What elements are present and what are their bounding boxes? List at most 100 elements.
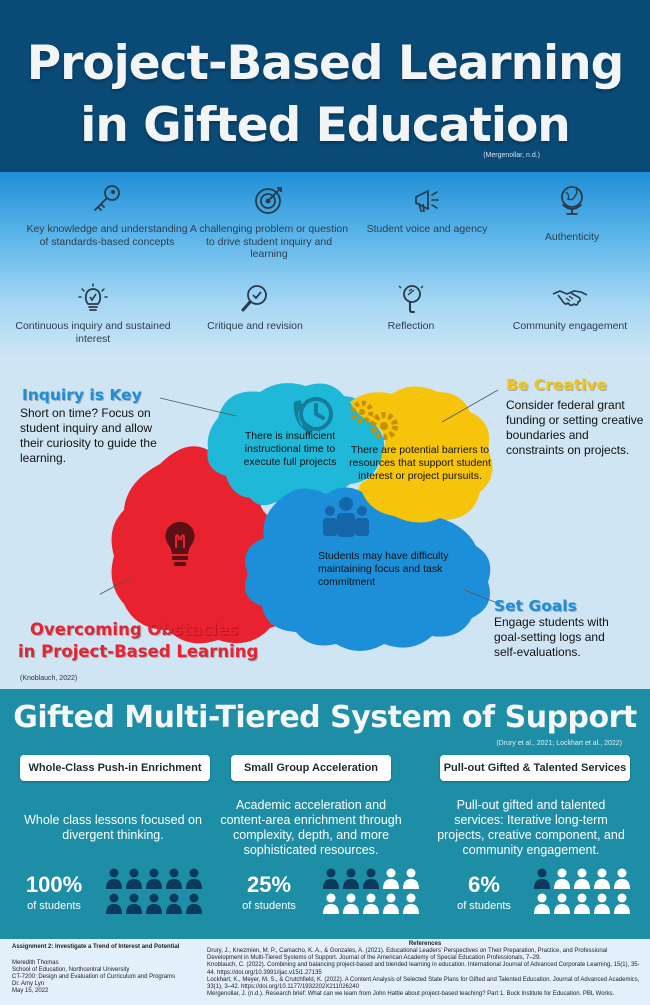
feature-reflection: Reflection	[330, 282, 492, 333]
tier-whole-class-sub: of students	[27, 900, 81, 912]
handshake-icon	[552, 290, 588, 307]
tier-whole-class-percent: 100%	[25, 872, 83, 897]
feature-authenticity: Authenticity	[491, 183, 650, 244]
feature-challenging-problem: A challenging problem or question to dri…	[188, 183, 350, 261]
feature-label: Reflection	[387, 320, 435, 332]
person-icon-filled	[146, 893, 162, 914]
feature-key-knowledge: Key knowledge and understanding of stand…	[26, 183, 188, 248]
tier-pullout-desc: Pull-out gifted and talented services: I…	[437, 798, 625, 857]
people-grid-pullout	[534, 868, 630, 914]
person-icon-filled	[534, 868, 550, 889]
feature-critique-revision: Critique and revision	[174, 282, 336, 333]
tier-small-group-label: Small Group Acceleration	[231, 755, 391, 781]
puzzle-piece-cyan	[207, 383, 385, 506]
lightbulb-icon	[78, 283, 108, 311]
feature-label: Student voice and agency	[366, 223, 488, 235]
tier-pullout-percent: 6%	[468, 872, 500, 897]
person-icon-filled	[343, 868, 359, 889]
person-icon-empty	[614, 868, 630, 889]
brain-puzzle-graphic	[100, 383, 501, 651]
creative-text: Consider federal grant funding or settin…	[506, 398, 644, 457]
person-icon-empty	[574, 868, 590, 889]
tier-pullout-sub: of students	[457, 900, 511, 912]
feature-label: A challenging problem or question to dri…	[189, 223, 349, 260]
footer-school: School of Education, Northcentral Univer…	[12, 967, 130, 973]
connector-line	[159, 397, 237, 417]
mtss-citation: (Drury et al., 2021; Lockhart et al., 20…	[496, 740, 622, 747]
globe-icon	[561, 186, 583, 215]
tier-whole-class-desc: Whole class lessons focused on divergent…	[24, 813, 202, 842]
person-icon-empty	[574, 893, 590, 914]
goals-title: Set Goals	[494, 597, 577, 615]
person-icon-empty	[594, 868, 610, 889]
person-icon-empty	[554, 893, 570, 914]
goals-text: Engage students with goal-setting logs a…	[494, 615, 609, 659]
blob-text-time: There is insufficient instructional time…	[243, 430, 337, 468]
connector-line	[441, 389, 499, 423]
phone-clock-icon	[293, 397, 333, 434]
footer-course: CT-7200: Design and Evaluation of Curric…	[12, 974, 176, 980]
person-icon-empty	[403, 893, 419, 914]
references-list: Drury, J., Knezmien, M. P., Camacho, K. …	[207, 948, 643, 998]
footer-date: May 15, 2022	[12, 988, 49, 994]
person-icon-empty	[614, 893, 630, 914]
feature-community-engagement: Community engagement	[489, 282, 650, 333]
references-title: References	[408, 941, 442, 947]
people-group-icon	[323, 497, 369, 537]
person-icon-empty	[363, 893, 379, 914]
target-icon	[255, 187, 282, 214]
person-icon-filled	[363, 868, 379, 889]
person-icon-filled	[186, 868, 202, 889]
inquiry-text: Short on time? Focus on student inquiry …	[20, 406, 157, 465]
footer-author: Meredith Thomas	[12, 960, 59, 966]
connector-line	[463, 589, 501, 605]
feature-label: Continuous inquiry and sustained interes…	[15, 320, 171, 345]
reference-item: Knoblauch, C. (2022). Combining and bala…	[207, 962, 640, 976]
title-citation: (Mergenollar, n.d.)	[483, 152, 540, 159]
feature-label: Community engagement	[512, 320, 628, 332]
person-icon-filled	[106, 868, 122, 889]
person-icon-empty	[383, 868, 399, 889]
mtss-title: Gifted Multi-Tiered System of Support	[13, 700, 637, 735]
creative-title: Be Creative	[506, 376, 608, 394]
person-icon-filled	[106, 893, 122, 914]
obstacles-title-line2: in Project-Based Learning	[18, 642, 259, 661]
reference-item: Mergenollar, J. (n.d.). Research brief: …	[207, 991, 615, 998]
blob-text-barriers: There are potential barriers to resource…	[349, 444, 491, 482]
feature-label: Critique and revision	[207, 320, 303, 332]
people-grid-whole-class	[106, 868, 202, 914]
person-icon-filled	[126, 868, 142, 889]
tier-pullout-label: Pull-out Gifted & Talented Services	[440, 755, 630, 781]
person-icon-filled	[146, 868, 162, 889]
obstacles-citation: (Knoblauch, 2022)	[20, 675, 78, 682]
feature-label: Key knowledge and understanding of stand…	[26, 223, 188, 248]
mirror-icon	[398, 285, 424, 313]
page-title-line2: in Gifted Education	[80, 98, 571, 153]
person-icon-filled	[186, 893, 202, 914]
feature-label: Authenticity	[544, 231, 600, 243]
person-icon-empty	[323, 893, 339, 914]
footer	[0, 939, 650, 1005]
puzzle-piece-blue	[245, 487, 491, 651]
person-icon-filled	[166, 893, 182, 914]
key-icon	[94, 185, 120, 211]
feature-continuous-inquiry: Continuous inquiry and sustained interes…	[12, 282, 174, 345]
connector-line	[100, 577, 131, 595]
header-banner	[0, 0, 650, 172]
tier-small-group-sub: of students	[242, 900, 296, 912]
pbl-features-band	[0, 172, 650, 360]
lightbulb-icon	[165, 521, 195, 566]
blob-text-focus: Students may have difficulty maintaining…	[318, 550, 449, 588]
person-icon-filled	[166, 868, 182, 889]
footer-assignment: Assignment 2: Investigate a Trend of Int…	[12, 944, 180, 950]
page-title-line1: Project-Based Learning	[26, 36, 625, 91]
person-icon-empty	[594, 893, 610, 914]
people-grid-small-group	[323, 868, 419, 914]
megaphone-icon	[415, 190, 439, 212]
reference-item: Drury, J., Knezmien, M. P., Camacho, K. …	[207, 948, 608, 962]
person-icon-empty	[383, 893, 399, 914]
person-icon-empty	[554, 868, 570, 889]
feature-student-voice: Student voice and agency	[346, 183, 508, 236]
person-icon-filled	[126, 893, 142, 914]
person-icon-empty	[403, 868, 419, 889]
